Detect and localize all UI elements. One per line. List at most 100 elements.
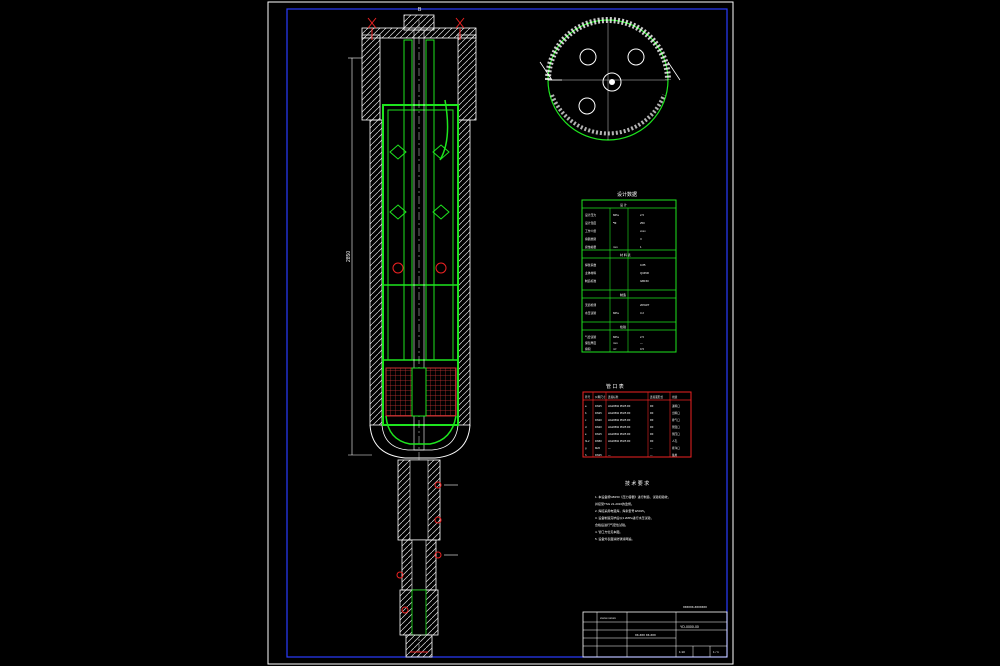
nozzle-cell: a — [585, 405, 587, 408]
nozzle-cell: HG20592 PN25 RF — [608, 432, 631, 436]
nozzle-cell: e — [585, 433, 587, 436]
sheet-label: xxxxx.xxxxx — [600, 616, 616, 620]
nozzle-cell: RF — [650, 432, 654, 436]
design-row-value: xxxx — [640, 229, 646, 233]
drawing-number: YD-0000-00 — [680, 625, 699, 629]
tech-note-line: 并接受TSG 21-2016的监督。 — [595, 501, 634, 506]
design-row-value: 1 — [640, 245, 642, 249]
tech-note-line: 4. 管口方位见本图。 — [595, 529, 622, 534]
nozzle-table-heading: 管 口 表 — [606, 383, 624, 390]
design-row-unit: MPa — [613, 311, 619, 315]
tech-notes-heading: 技 术 要 求 — [625, 480, 649, 487]
nozzle-cell: DN15 — [595, 432, 602, 436]
nozzle-cell: HG20592 PN25 RF — [608, 439, 631, 443]
nozzle-cell: 测压口 — [672, 432, 680, 436]
nozzle-column-header: 用途 — [672, 395, 678, 399]
design-row-label: 设计压力 — [585, 213, 596, 217]
nozzle-cell: b — [585, 411, 587, 415]
tech-note-line: 合格后进行气密性试验。 — [595, 522, 628, 527]
nozzle-cell: h — [585, 453, 587, 457]
design-row-unit: mm — [613, 341, 618, 345]
nozzle-cell: 出料口 — [672, 411, 680, 415]
design-row-label: 腐蚀裕量 — [585, 245, 596, 249]
nozzle-cell: DN25 — [595, 404, 602, 408]
design-row-value: 2.5 — [640, 335, 644, 339]
nozzle-column-header: 公称尺寸 — [595, 395, 606, 399]
nozzle-cell: DN50 — [595, 439, 602, 443]
design-row-label: 容器类别 — [585, 237, 596, 241]
design-row-value: 20%RT — [640, 303, 650, 307]
design-row-unit: MPa — [613, 213, 619, 217]
nozzle-column-header: 连接标准 — [608, 395, 619, 399]
nozzle-cell: HG20592 PN25 RF — [608, 425, 631, 429]
nozzle-cell: c — [585, 419, 587, 422]
design-row-label: 工作介质 — [585, 229, 596, 233]
title-block: YD-0000-00 xx-xxx xx-xxx xxxxx.xxxxx 1:1… — [582, 611, 728, 658]
part-name: xx-xxx xx-xxx — [635, 633, 656, 637]
tech-note-line: 2. 焊接采用电弧焊，焊条型号 E5015。 — [595, 508, 647, 513]
tech-note-line: 1. 本设备按GB150《压力容器》进行制造、试验和验收， — [595, 494, 671, 499]
nozzle-cell: 测温口 — [672, 425, 680, 429]
design-row-value: 250 — [640, 221, 645, 225]
tech-note-line: 5. 设备外表面涂防锈漆两遍。 — [595, 536, 634, 541]
design-row-value: 3.2 — [640, 311, 644, 315]
nozzle-cell: HG20592 PN25 RF — [608, 418, 631, 422]
design-row-value: 2.5 — [640, 213, 644, 217]
design-row-value: 0.5 — [640, 347, 644, 351]
design-row-value: II — [640, 237, 642, 241]
design-section-header: 设 计 — [620, 202, 627, 207]
outer-border — [267, 1, 734, 665]
design-row-unit: MPa — [613, 335, 619, 339]
design-row-unit: m³ — [613, 347, 616, 351]
nozzle-cell: M20 — [595, 446, 601, 450]
design-row-unit: mm — [613, 245, 618, 249]
nozzle-column-header: 符号 — [585, 395, 591, 399]
technical-notes: 技 术 要 求 1. 本设备按GB150《压力容器》进行制造、试验和验收， 并接… — [595, 480, 671, 541]
design-row-label: 主体材料 — [585, 271, 596, 275]
top-marker: B — [418, 7, 422, 13]
nozzle-cell: — — [608, 454, 611, 457]
nozzle-cell: 进料口 — [672, 404, 680, 408]
nozzle-cell: HG20592 PN25 RF — [608, 404, 631, 408]
design-data-heading: 设计数据 — [617, 191, 637, 198]
design-row-label: 容积 — [585, 347, 591, 351]
tech-note-line: 3. 设备制造完毕后以3.2MPa进行水压试验， — [595, 515, 654, 520]
design-row-value: — — [640, 341, 643, 345]
design-section-header: 材 料 表 — [620, 252, 631, 257]
design-row-value: GB150 — [640, 279, 649, 283]
nozzle-cell: 人孔 — [672, 439, 678, 443]
nozzle-cell: 备用 — [672, 453, 678, 457]
top-view-plan — [539, 17, 681, 141]
design-row-value: 0.85 — [640, 263, 646, 267]
nozzle-cell: g — [585, 447, 587, 450]
revision-note: xxxxxx-xxxxxxx — [683, 605, 707, 609]
inner-border — [286, 8, 728, 658]
nozzle-cell: HG20592 PN25 RF — [608, 411, 631, 415]
design-row-unit: ℃ — [613, 221, 617, 225]
nozzle-cell: 排气口 — [672, 418, 680, 422]
nozzle-cell: f1-2 — [585, 439, 590, 443]
nozzle-cell: DN20 — [595, 418, 602, 422]
design-row-label: 保温厚度 — [585, 341, 596, 345]
design-row-label: 无损检测 — [585, 303, 596, 307]
sheet-number: 1 / 1 — [713, 650, 719, 654]
nozzle-column-header: 连接面形式 — [650, 395, 663, 399]
design-section-header: 检验 — [620, 324, 626, 329]
nozzle-cell: DN20 — [595, 425, 602, 429]
design-row-label: 焊缝系数 — [585, 263, 596, 267]
design-row-label: 水压试验 — [585, 311, 596, 315]
nozzle-cell: DN25 — [595, 453, 602, 457]
nozzle-cell: — — [650, 447, 653, 450]
design-section-header: 制造 — [620, 292, 626, 297]
nozzle-cell: — — [608, 447, 611, 450]
design-row-label: 制造标准 — [585, 279, 596, 283]
nozzle-cell: RF — [650, 411, 654, 415]
nozzle-cell: 排净口 — [672, 446, 680, 450]
dimension-label: 2850 — [346, 251, 352, 262]
nozzle-cell: d — [585, 425, 587, 429]
nozzle-cell: RF — [650, 418, 654, 422]
design-row-label: 设计温度 — [585, 221, 596, 225]
